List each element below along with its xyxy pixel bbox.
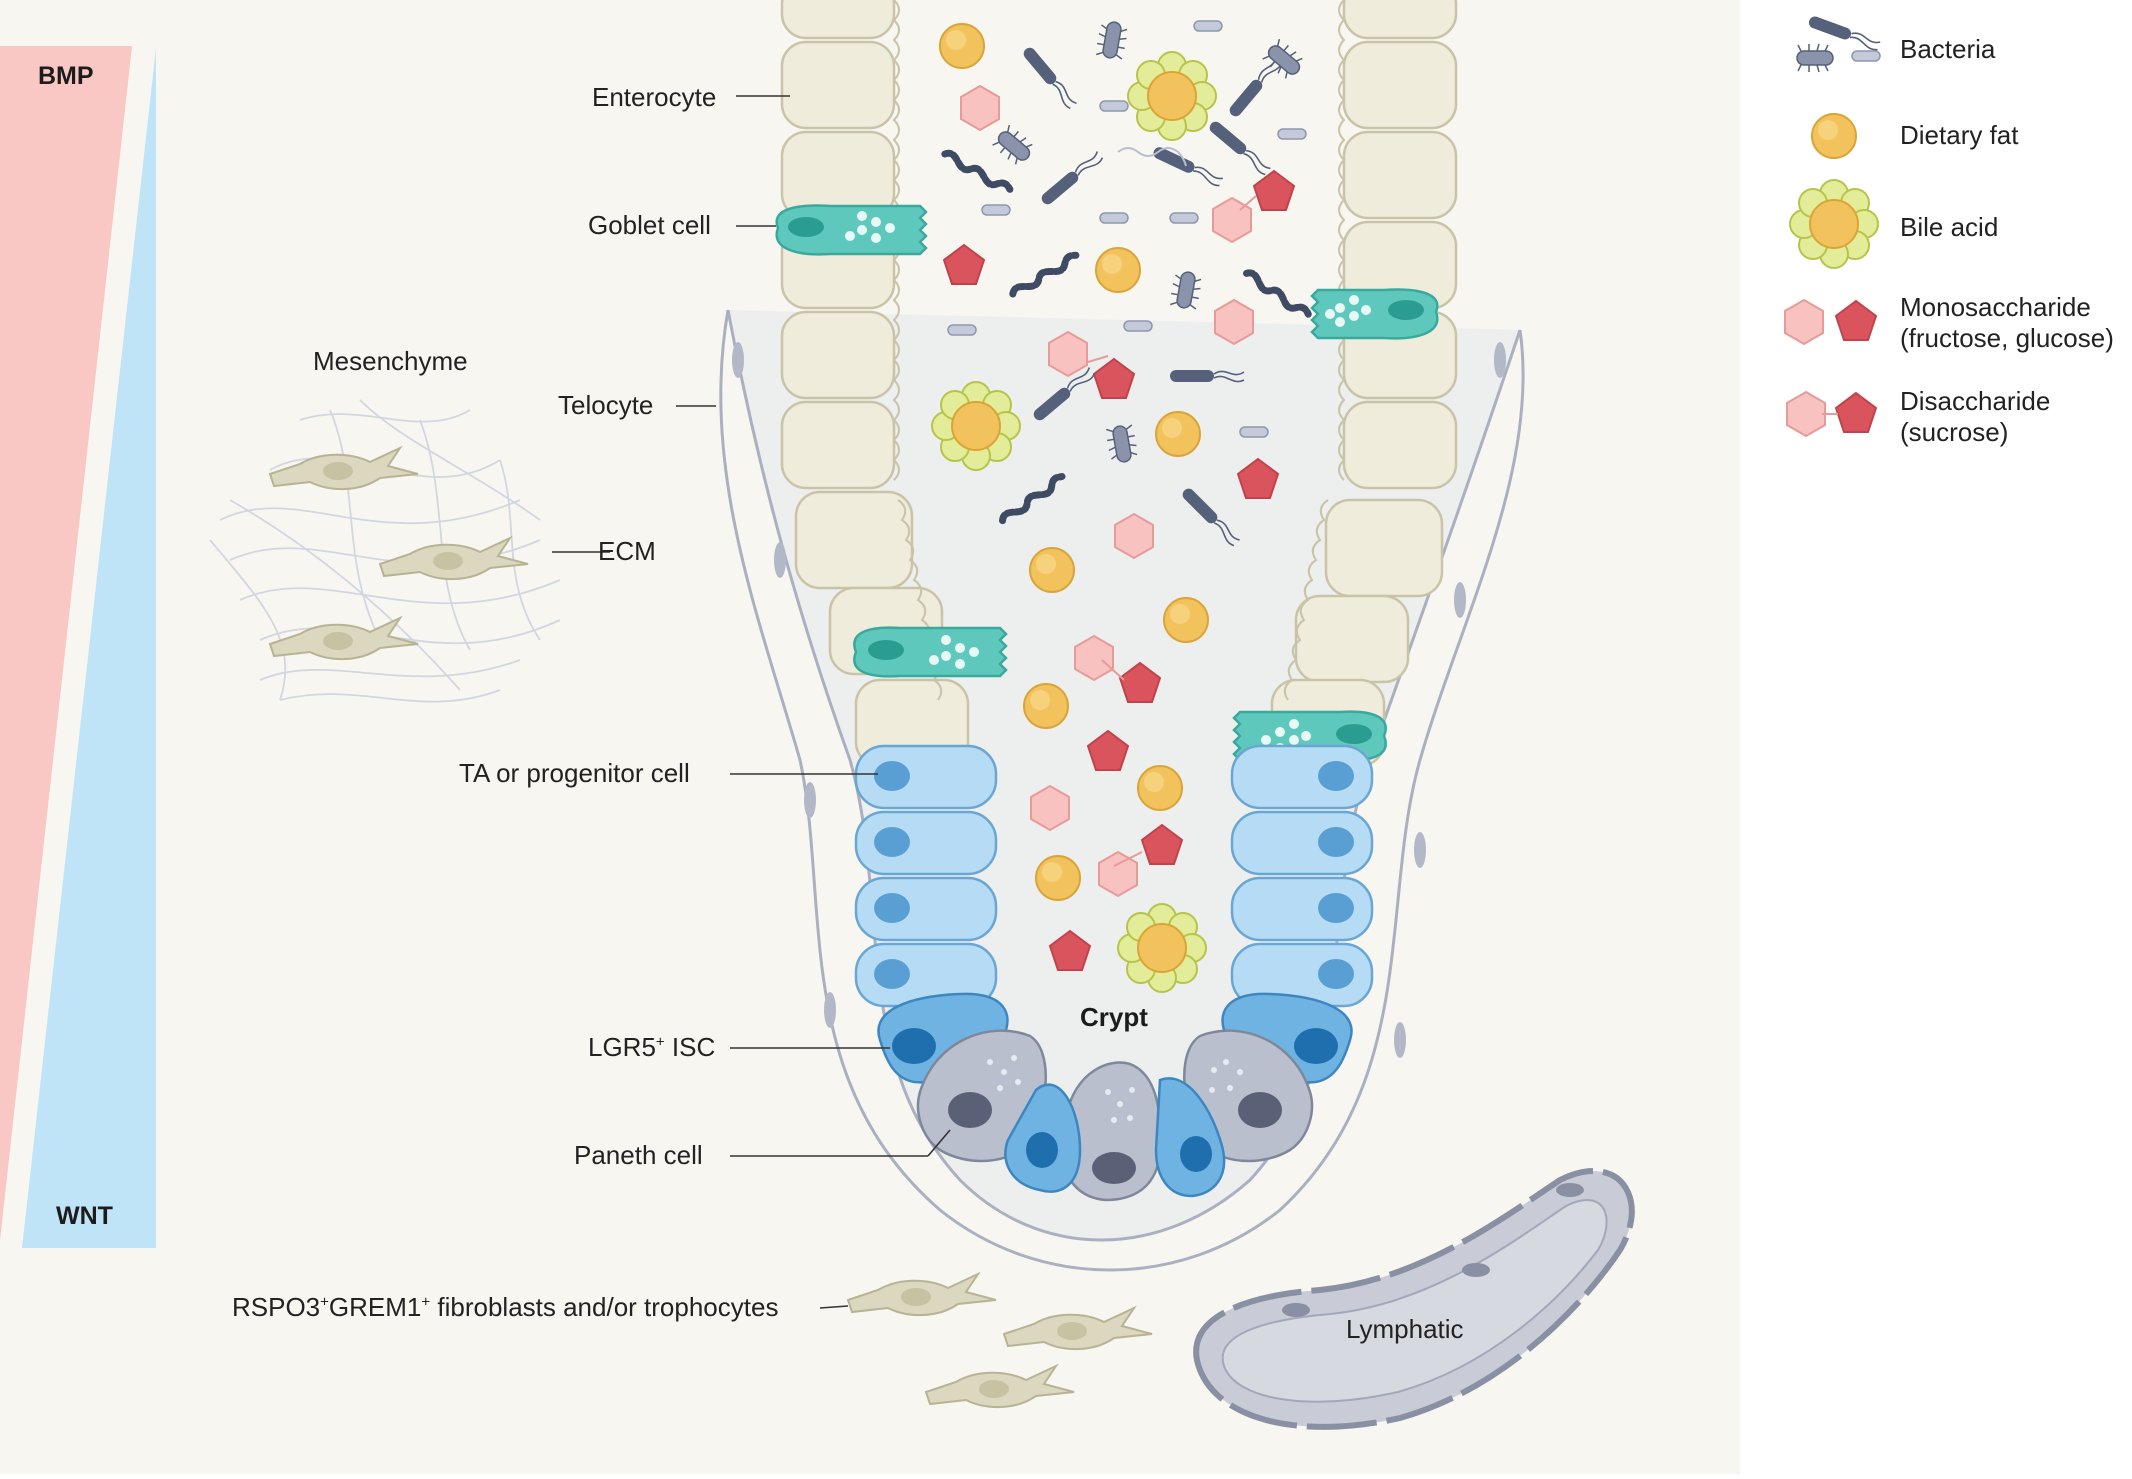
legend-bacteria-icon — [1796, 14, 1882, 73]
legend-monosaccharide-label: Monosaccharide(fructose, glucose) — [1900, 292, 2114, 353]
ecm-label: ECM — [598, 536, 656, 566]
legend-bacteria-label: Bacteria — [1900, 34, 1996, 64]
goblet-cell-1 — [775, 204, 928, 256]
paneth-cell-label: Paneth cell — [574, 1140, 703, 1170]
legend-dietary-fat-icon — [1811, 113, 1857, 159]
wnt-label: WNT — [56, 1202, 113, 1230]
telocyte-nuclei — [732, 342, 1506, 1058]
ecm-fibers — [209, 399, 561, 703]
lumen-contents — [931, 19, 1310, 993]
lymphatic-label: Lymphatic — [1346, 1314, 1464, 1344]
brush-border-right — [1283, 0, 1346, 701]
wnt-gradient — [22, 48, 156, 1248]
goblet-cell-2 — [1310, 288, 1439, 340]
mesenchyme-label: Mesenchyme — [313, 346, 468, 376]
goblet-cell-3 — [853, 626, 1008, 678]
legend-dietary-fat-label: Dietary fat — [1900, 120, 2019, 150]
telocyte-label: Telocyte — [558, 390, 654, 420]
lgr5-isc-label: LGR5+ ISC — [588, 1032, 716, 1062]
lymphatic-vessel — [1193, 1167, 1635, 1430]
leader-lines — [552, 95, 951, 1309]
legend-monosaccharide-icon — [1784, 299, 1877, 345]
goblet-cell-label: Goblet cell — [588, 210, 711, 240]
bmp-label: BMP — [38, 62, 94, 90]
legend-disaccharide-icon — [1786, 391, 1877, 437]
ta-nuclei-left — [874, 761, 910, 989]
paneth-nuclei — [948, 1092, 1282, 1184]
paneth-granules — [987, 1055, 1243, 1123]
fibroblast-trophocyte-label: RSPO3+GREM1+ fibroblasts and/or trophocy… — [232, 1292, 779, 1322]
enterocyte-label: Enterocyte — [592, 82, 717, 112]
isc-cells-between-paneth — [1004, 1077, 1226, 1198]
legend-disaccharide-label: Disaccharide(sucrose) — [1900, 386, 2051, 447]
ta-nuclei-right — [1318, 761, 1354, 989]
legend-bile-acid-icon — [1789, 179, 1879, 269]
ta-progenitor-label: TA or progenitor cell — [459, 758, 690, 788]
crypt-label: Crypt — [1080, 1002, 1148, 1032]
bmp-gradient — [0, 46, 132, 1240]
legend-bile-acid-label: Bile acid — [1900, 212, 1999, 242]
